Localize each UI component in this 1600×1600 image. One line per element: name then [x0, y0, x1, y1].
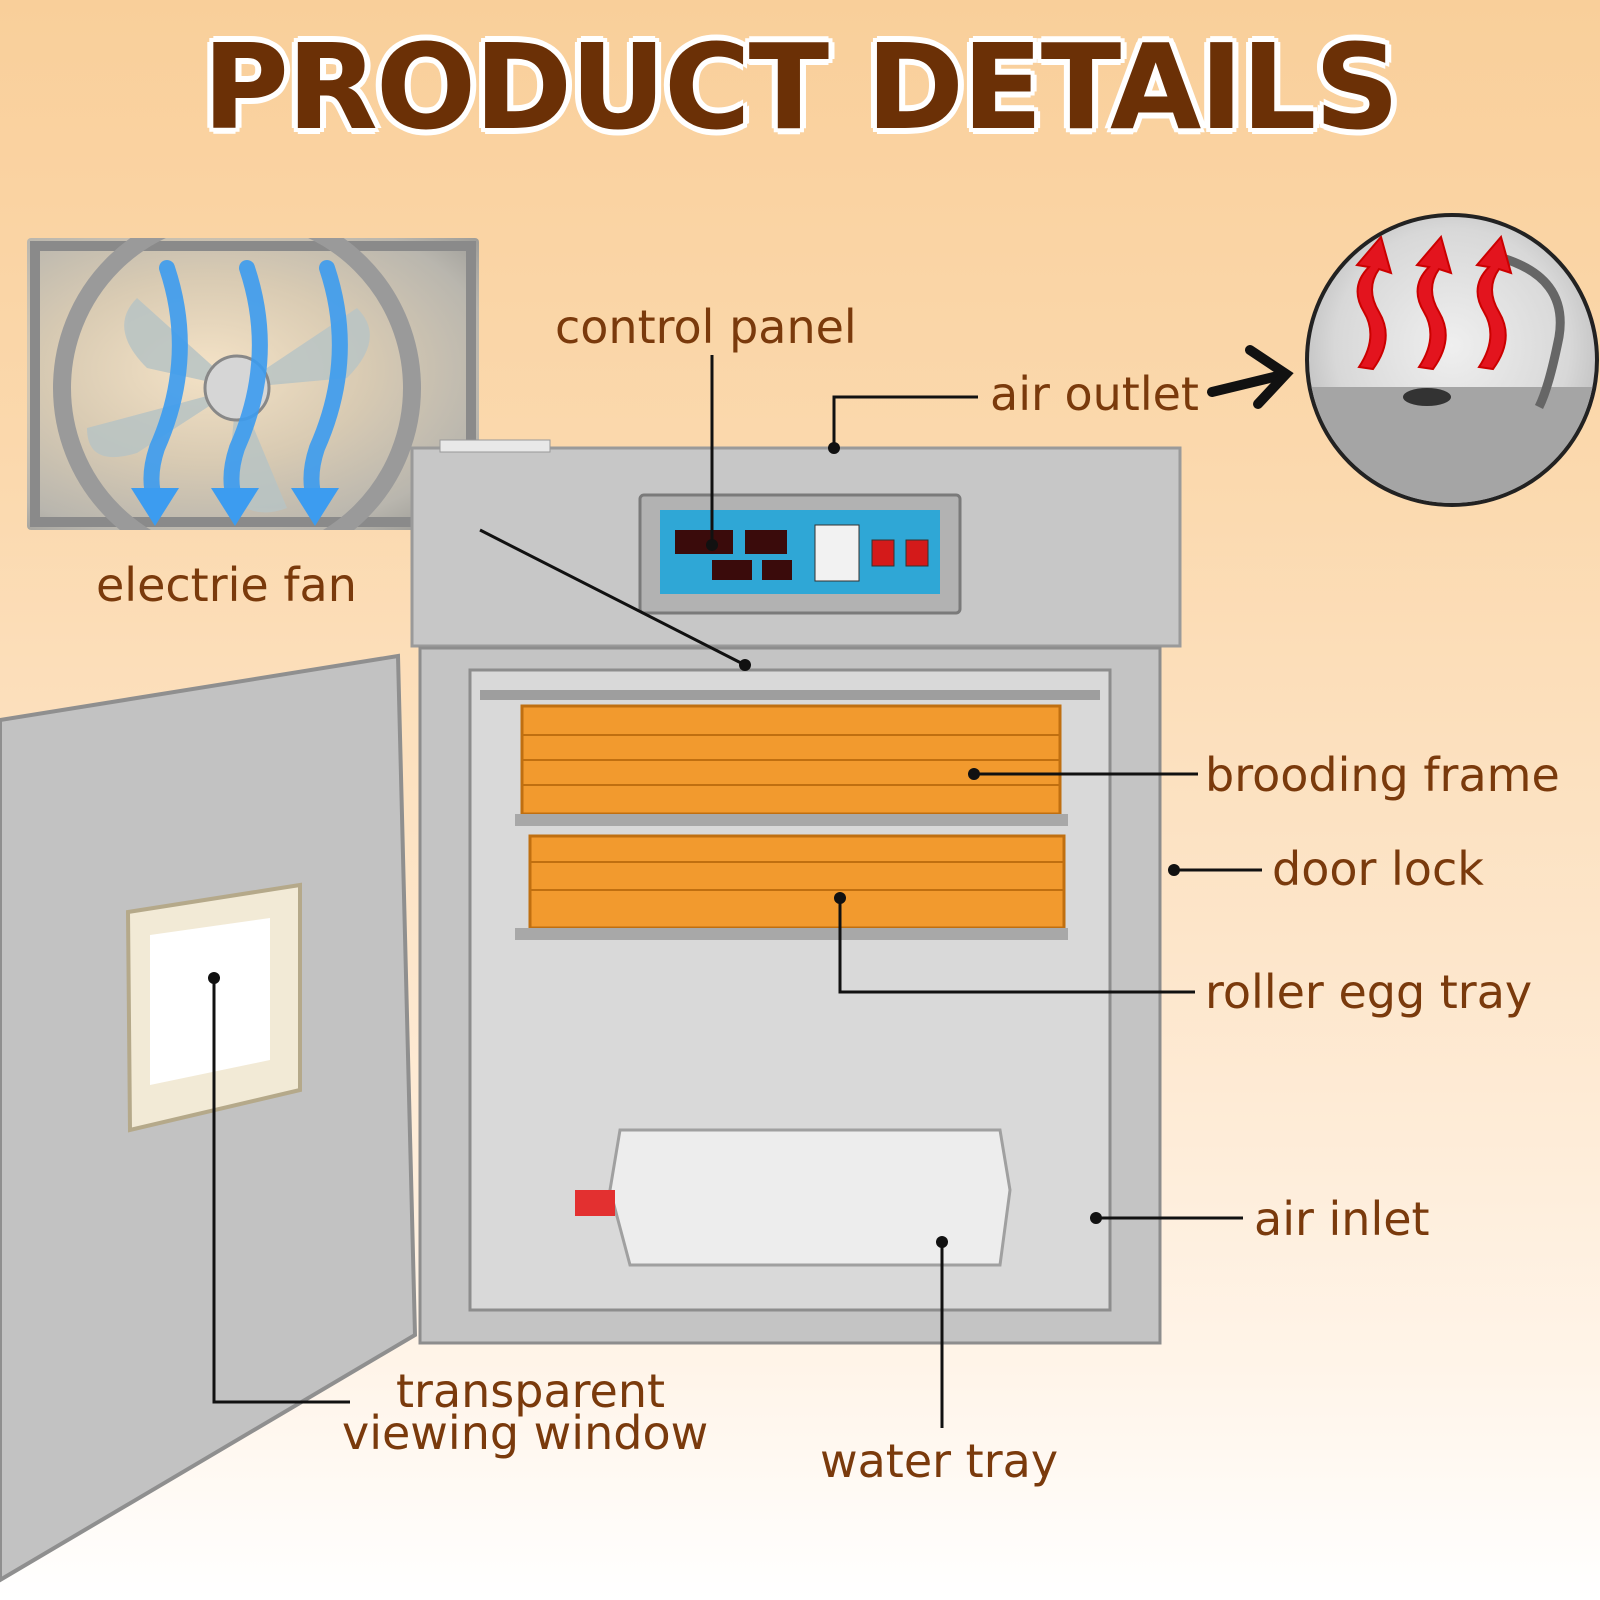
air-outlet-detail-photo	[1305, 213, 1599, 507]
label-air-inlet: air inlet	[1254, 1192, 1430, 1246]
page-title: PRODUCT DETAILS	[202, 18, 1400, 156]
leader-lines	[212, 355, 1262, 1428]
leader-dots	[208, 442, 1180, 1248]
label-roller-egg-tray: roller egg tray	[1205, 965, 1533, 1019]
top-vent	[439, 439, 551, 453]
label-transparent: transparent	[396, 1364, 666, 1418]
label-air-outlet: air outlet	[990, 367, 1199, 421]
electric-fan-photo	[27, 238, 479, 530]
water-tray-shape	[608, 1128, 1012, 1267]
label-viewing-window: viewing window	[342, 1406, 709, 1460]
open-door	[0, 653, 418, 1583]
heater-plug	[575, 1190, 615, 1216]
pointer-arrow	[1207, 345, 1294, 409]
roller-egg-tray	[528, 834, 1066, 930]
label-electric-fan: electrie fan	[96, 558, 357, 612]
label-brooding-frame: brooding frame	[1205, 748, 1560, 802]
label-door-lock: door lock	[1272, 842, 1484, 896]
airflow-down-arrows	[143, 260, 348, 508]
label-water-tray: water tray	[820, 1434, 1059, 1488]
label-control-panel: control panel	[555, 300, 857, 354]
viewing-window-glass	[150, 918, 270, 1085]
fan-illustration	[30, 238, 476, 530]
